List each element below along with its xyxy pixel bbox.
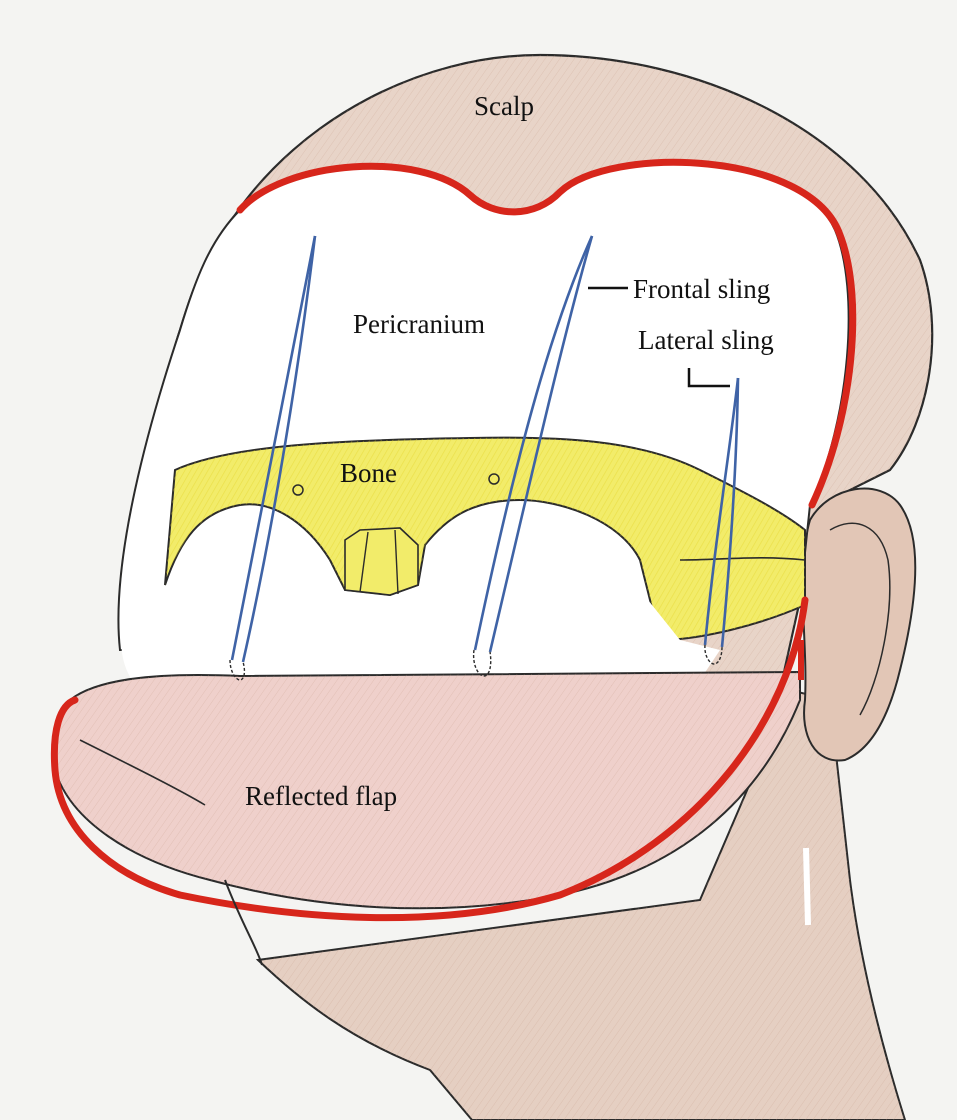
lateral-sling-label: Lateral sling: [638, 325, 774, 355]
bone-label: Bone: [340, 458, 397, 488]
reflected-flap-label: Reflected flap: [245, 781, 397, 811]
pericranium-label: Pericranium: [353, 309, 485, 339]
scalp-label: Scalp: [474, 91, 534, 121]
ear: [803, 489, 916, 761]
frontal-sling-label: Frontal sling: [633, 274, 770, 304]
